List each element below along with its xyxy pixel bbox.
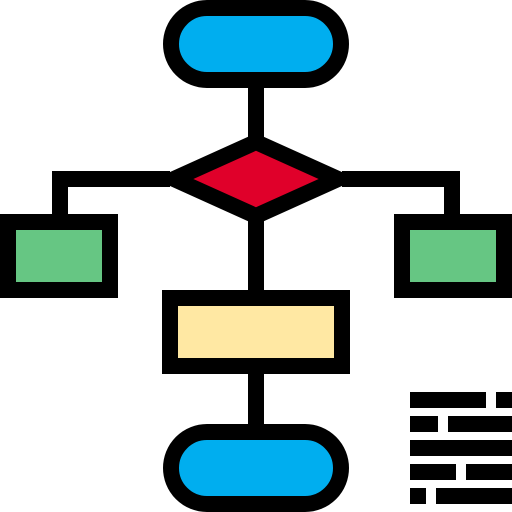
process-box [162,290,350,374]
text-lines-icon [410,392,512,504]
text-line-5b [436,488,512,504]
connector-decision-to-right [342,171,460,220]
text-line-1b [496,392,512,408]
text-line-5a [410,488,426,504]
connector-decision-to-left [52,171,170,220]
branch-left-box [0,214,118,298]
decision-diamond [154,133,358,225]
text-line-4b [466,464,512,480]
connector-group [52,80,460,432]
text-line-4a [410,464,456,480]
text-line-2a [410,416,438,432]
text-line-3a [410,440,512,456]
end-terminator [163,424,349,512]
text-line-1a [410,392,486,408]
branch-right-box [394,214,512,298]
start-terminator [163,0,349,88]
text-line-2b [448,416,512,432]
